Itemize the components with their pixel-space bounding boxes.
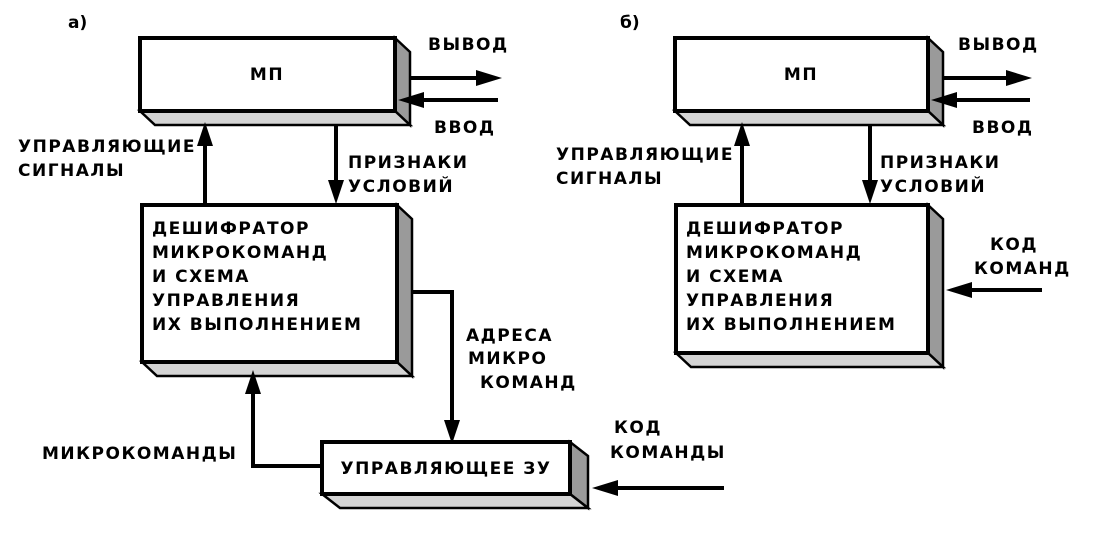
panel-b-condition-flags-label-1: ПРИЗНАКИ <box>880 153 1001 173</box>
panel-a-decoder-line-1: ДЕШИФРАТОР <box>152 219 310 239</box>
panel-a-condition-flags-label-1: ПРИЗНАКИ <box>348 153 469 173</box>
panel-b-mp-label: МП <box>784 65 818 85</box>
panel-b-command-code-arrow <box>946 282 1042 298</box>
panel-a-condition-flags-label-2: УСЛОВИЙ <box>348 175 454 197</box>
panel-a-decoder-line-3: И СХЕМА <box>152 267 250 287</box>
panel-b-decoder-line-3: И СХЕМА <box>686 267 784 287</box>
panel-a-mp-block: МП <box>136 35 414 128</box>
panel-b-mp-block: МП <box>671 35 947 128</box>
panel-b-command-code-label-1: КОД <box>990 235 1038 255</box>
panel-b-condition-flags-arrow <box>862 125 878 204</box>
panel-b-condition-flags-label-2: УСЛОВИЙ <box>880 175 986 197</box>
panel-a-command-code-arrow <box>592 480 724 496</box>
panel-a-addresses-label-3: КОМАНД <box>480 373 577 393</box>
panel-a-microcommands-arrow <box>245 370 322 468</box>
panel-a-input-arrow <box>398 92 498 108</box>
panel-a-decoder-block: ДЕШИФРАТОР МИКРОКОМАНД И СХЕМА УПРАВЛЕНИ… <box>138 202 416 379</box>
panel-a-command-code-label-1: КОД <box>614 418 662 438</box>
panel-a-control-signals-label-2: СИГНАЛЫ <box>18 161 125 181</box>
panel-a-addresses-label-2: МИКРО <box>468 349 547 369</box>
panel-b-output-label: ВЫВОД <box>958 35 1039 55</box>
panel-a-command-code-label-2: КОМАНДЫ <box>610 443 726 463</box>
panel-a-control-signals-arrow <box>197 122 213 205</box>
panel-a-control-memory-block: УПРАВЛЯЮЩЕЕ ЗУ <box>318 439 592 511</box>
panel-a-mp-label: МП <box>250 65 284 85</box>
panel-a-control-signals-label-1: УПРАВЛЯЮЩИЕ <box>18 137 196 157</box>
panel-a-decoder-line-4: УПРАВЛЕНИЯ <box>152 291 300 311</box>
panel-b-decoder-line-1: ДЕШИФРАТОР <box>686 219 844 239</box>
panel-b-output-arrow <box>943 70 1032 86</box>
panel-b: б) МП ВЫВОД ВВОД УПРАВЛЯЮЩИЕ СИГНАЛЫ <box>556 13 1071 370</box>
panel-a: а) МП ВЫВОД ВВОД УПРАВЛЯЮЩИЕ СИГНАЛЫ <box>18 13 726 511</box>
panel-a-condition-flags-arrow <box>328 125 344 204</box>
panel-a-addresses-label-1: АДРЕСА <box>466 326 553 346</box>
panel-b-decoder-line-5: ИХ ВЫПОЛНЕНИЕМ <box>686 315 896 335</box>
panel-a-label: а) <box>68 13 87 33</box>
panel-b-control-signals-arrow <box>734 122 750 205</box>
panel-a-input-label: ВВОД <box>434 118 496 138</box>
panel-b-input-arrow <box>931 92 1030 108</box>
panel-a-control-memory-label: УПРАВЛЯЮЩЕЕ ЗУ <box>341 459 552 479</box>
panel-a-decoder-line-5: ИХ ВЫПОЛНЕНИЕМ <box>152 315 362 335</box>
panel-b-control-signals-label-1: УПРАВЛЯЮЩИЕ <box>556 145 734 165</box>
panel-a-addresses-arrow <box>412 290 460 444</box>
panel-b-decoder-line-2: МИКРОКОМАНД <box>686 243 862 263</box>
panel-b-control-signals-label-2: СИГНАЛЫ <box>556 169 663 189</box>
panel-a-microcommands-label: МИКРОКОМАНДЫ <box>42 444 237 464</box>
panel-b-input-label: ВВОД <box>972 118 1034 138</box>
panel-b-command-code-label-2: КОМАНД <box>974 259 1071 279</box>
panel-b-decoder-block: ДЕШИФРАТОР МИКРОКОМАНД И СХЕМА УПРАВЛЕНИ… <box>672 202 947 370</box>
panel-a-decoder-line-2: МИКРОКОМАНД <box>152 243 328 263</box>
panel-b-decoder-line-4: УПРАВЛЕНИЯ <box>686 291 834 311</box>
panel-a-output-label: ВЫВОД <box>428 35 509 55</box>
panel-a-output-arrow <box>410 70 502 86</box>
panel-b-label: б) <box>620 13 640 33</box>
